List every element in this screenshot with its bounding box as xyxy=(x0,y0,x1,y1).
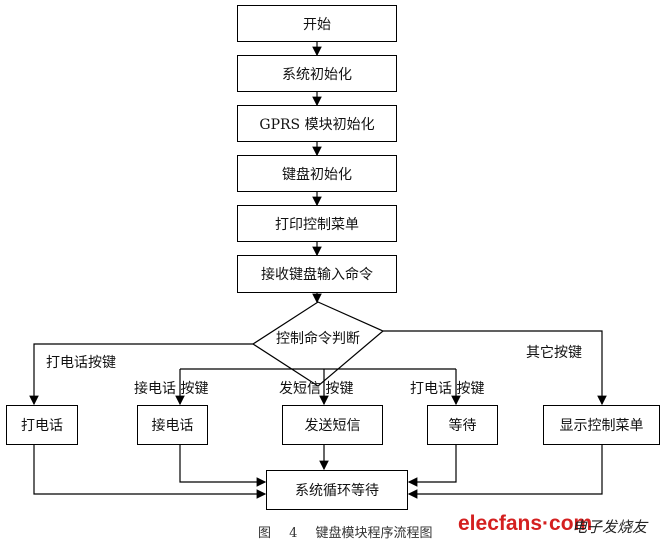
branch-label-other: 其它按键 xyxy=(526,345,582,361)
step-print-menu: 打印控制菜单 xyxy=(237,205,397,242)
figure-caption: 图 4 键盘模块程序流程图 xyxy=(258,526,433,541)
action-call: 打电话 xyxy=(6,405,78,445)
step-gprs-init: GPRS 模块初始化 xyxy=(237,105,397,142)
action-answer: 接电话 xyxy=(137,405,208,445)
action-send-sms: 发送短信 xyxy=(282,405,383,445)
action-show-menu: 显示控制菜单 xyxy=(543,405,660,445)
watermark-text: 电子发烧友 xyxy=(572,518,648,536)
watermark-logo: elecfans·com xyxy=(458,512,593,535)
step-system-init: 系统初始化 xyxy=(237,55,397,92)
step-keyboard-init: 键盘初始化 xyxy=(237,155,397,192)
branch-label-sms: 发短信 按键 xyxy=(279,381,354,397)
start-node: 开始 xyxy=(237,5,397,42)
branch-label-wait: 打电话 按键 xyxy=(410,381,485,397)
step-receive-input: 接收键盘输入命令 xyxy=(237,255,397,293)
decision-diamond xyxy=(251,301,385,387)
end-node: 系统循环等待 xyxy=(266,470,408,510)
action-wait: 等待 xyxy=(427,405,498,445)
decision-label: 控制命令判断 xyxy=(276,331,360,347)
branch-label-answer: 接电话 按键 xyxy=(134,381,209,397)
branch-label-call: 打电话按键 xyxy=(46,355,116,371)
